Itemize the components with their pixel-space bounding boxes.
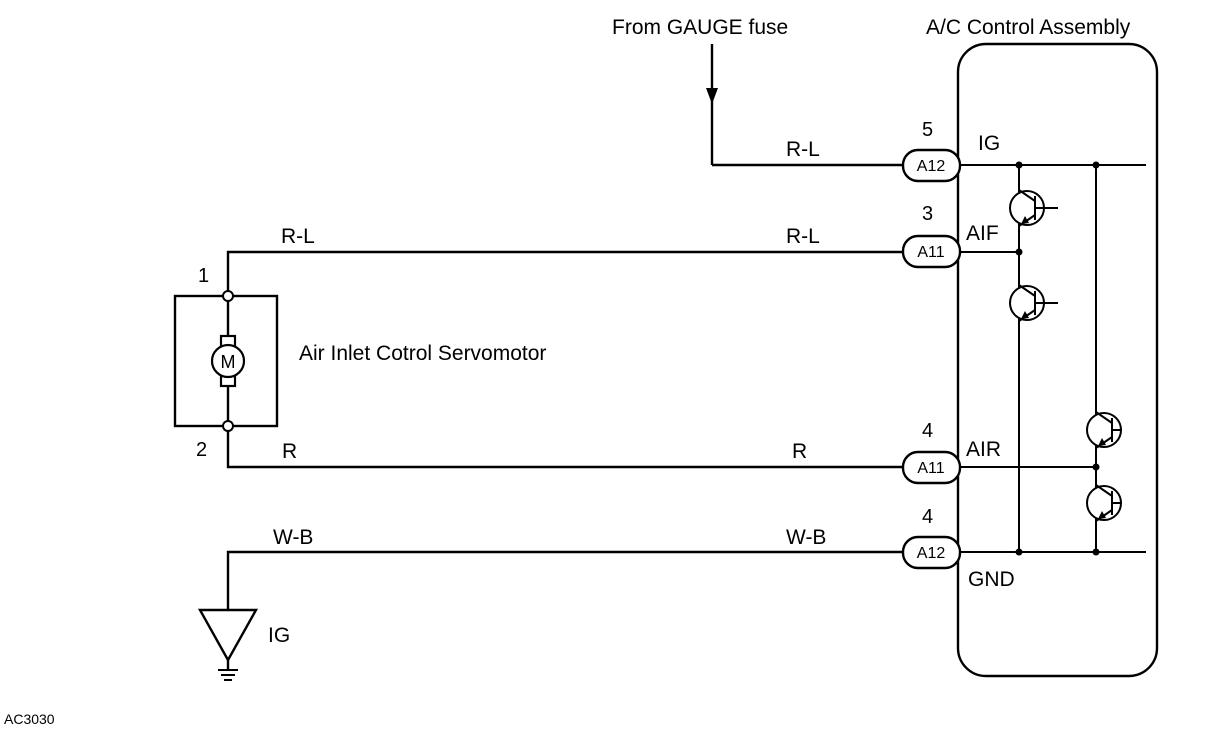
wire-label-air-right: R: [792, 440, 807, 463]
terminal-air: AIR: [966, 438, 1001, 461]
pin-number-4-air: 4: [922, 420, 933, 442]
wire-air: [226, 426, 903, 469]
wire-label-gnd-left: W-B: [273, 526, 313, 549]
terminal-ig: IG: [978, 132, 1000, 155]
wire-label-air-left: R: [282, 440, 297, 463]
wire-gnd: [226, 550, 903, 610]
connector-a11-pin4-code: A11: [917, 460, 944, 477]
pin-number-4-gnd: 4: [922, 506, 933, 528]
transistor-q3: [1086, 411, 1122, 449]
transistor-q2: [1009, 284, 1058, 322]
connector-a12-pin5-code: A12: [917, 158, 946, 175]
wire-aif: [226, 250, 903, 296]
transistor-q1: [1009, 189, 1058, 227]
pin-number-3: 3: [922, 203, 933, 225]
ground-point-icon: [197, 608, 259, 681]
connector-a12-pin4-code: A12: [917, 545, 946, 562]
assembly-box: [956, 42, 1159, 678]
motor-symbol: M: [221, 352, 236, 372]
assembly-title: A/C Control Assembly: [926, 16, 1131, 39]
source-arrow-icon: [706, 88, 718, 104]
motor-pin-1: 1: [198, 265, 209, 287]
motor-terminal-1: [222, 290, 234, 302]
motor-name: Air Inlet Cotrol Servomotor: [299, 342, 546, 365]
transistor-q4: [1086, 484, 1122, 522]
source-label: From GAUGE fuse: [612, 16, 788, 39]
pin-number-5: 5: [922, 119, 933, 141]
servomotor: M: [173, 290, 279, 432]
wire-label-gnd-right: W-B: [786, 526, 826, 549]
motor-icon: [210, 343, 246, 379]
wire-label-aif-right: R-L: [786, 225, 820, 248]
motor-terminal-2: [222, 420, 234, 432]
ground-label: IG: [268, 624, 290, 647]
wire-label-ig: R-L: [786, 138, 820, 161]
terminal-aif: AIF: [966, 222, 999, 245]
motor-pin-2: 2: [196, 439, 207, 461]
terminal-gnd: GND: [968, 568, 1015, 591]
connector-a11-pin3-code: A11: [917, 244, 944, 261]
wire-label-aif-left: R-L: [281, 225, 315, 248]
figure-code: AC3030: [4, 711, 55, 727]
